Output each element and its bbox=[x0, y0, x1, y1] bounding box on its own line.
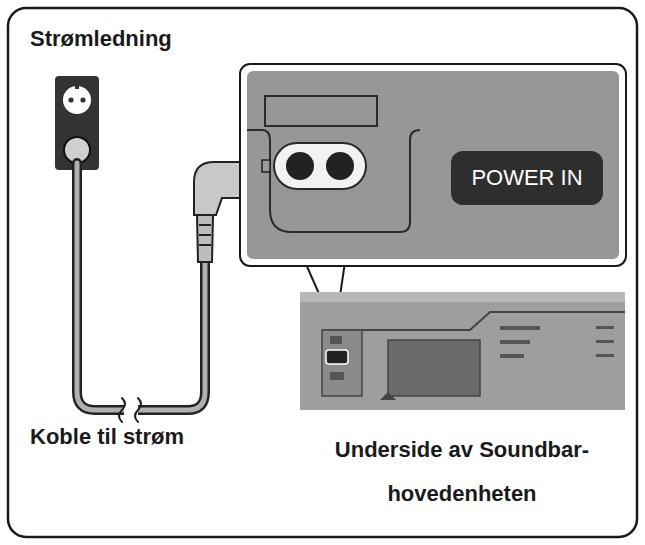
port-label: POWER IN bbox=[471, 165, 582, 191]
wall-socket bbox=[55, 76, 99, 170]
power-cable bbox=[77, 163, 205, 422]
zoom-panel bbox=[240, 64, 626, 266]
action-label: Koble til strøm bbox=[30, 424, 184, 450]
power-in-label: POWER IN bbox=[451, 151, 603, 205]
part-label: Strømledning bbox=[30, 26, 172, 52]
outer-frame bbox=[8, 8, 637, 537]
caption-label: Underside av Soundbar-hovedenheten bbox=[312, 428, 612, 516]
soundbar-underside bbox=[300, 292, 625, 410]
